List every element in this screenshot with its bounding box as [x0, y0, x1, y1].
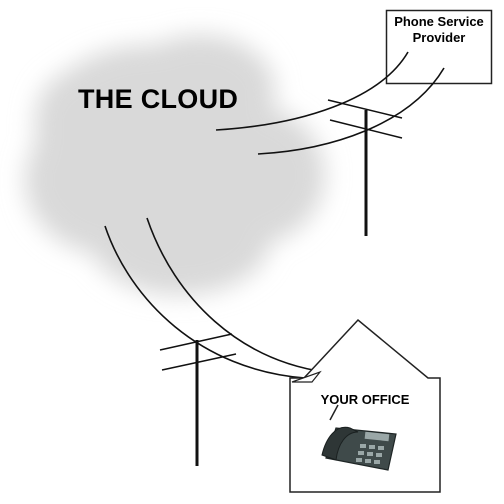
wire-entry-bracket	[291, 370, 322, 383]
provider-wires	[215, 51, 445, 155]
cloud-title: THE CLOUD	[78, 84, 239, 114]
utility-pole-left	[159, 333, 237, 466]
desk-phone	[321, 404, 397, 471]
office-wires	[104, 217, 326, 379]
provider-label: Phone Service Provider	[394, 14, 484, 45]
provider-box-frame	[385, 9, 493, 85]
utility-pole-right	[327, 99, 403, 236]
cloud	[25, 35, 325, 295]
office-label: YOUR OFFICE	[320, 392, 410, 407]
